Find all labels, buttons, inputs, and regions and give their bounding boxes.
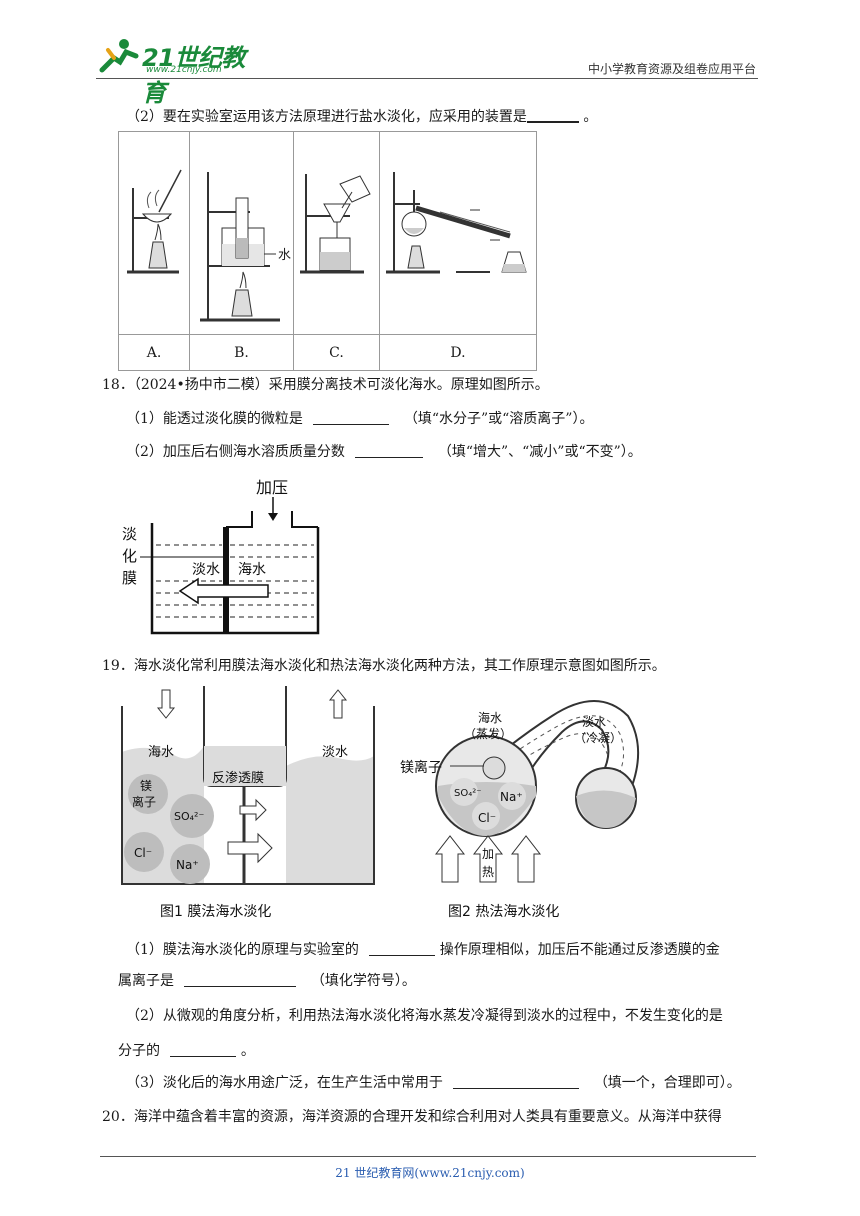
footer-link[interactable]: 21 世纪教育网(www.21cnjy.com) [335, 1166, 525, 1180]
q19-part1-line2: 属离子是 （填化学符号）。 [118, 970, 416, 990]
water-bath-icon: 水 [200, 172, 291, 322]
q19-part2-text: 。 [236, 1043, 255, 1059]
option-d[interactable]: D. [379, 334, 537, 371]
logo-text: 21世纪教育 [142, 44, 245, 107]
figure-2-thermal-desalination: 海水 （蒸发） 淡水 （冷凝） 镁离子 SO₄²⁻ Na⁺ Cl⁻ 加 热 图2… [400, 700, 640, 920]
site-logo: 21世纪教育 www.21cnjy.com [96, 36, 266, 107]
q18-part1-suffix: （填“水分子”或“溶质离子”）。 [403, 411, 594, 427]
answer-blank[interactable] [369, 941, 436, 956]
apparatus-a [118, 131, 190, 335]
heat-arrow-icon [472, 835, 504, 883]
evaporation-label: （蒸发） [464, 726, 512, 741]
freshwater-label: 淡水 [582, 715, 606, 729]
q18-part1-prefix: （1）能透过淡化膜的微粒是 [126, 411, 303, 427]
seawater-label: 海水 [478, 710, 502, 725]
chloride-ion-label: Cl⁻ [478, 811, 496, 825]
footer-divider [100, 1156, 756, 1157]
sodium-ion-label: Na⁺ [176, 858, 199, 872]
answer-blank[interactable] [184, 972, 297, 987]
q19-part1-text: 属离子是 [118, 973, 174, 989]
seawater-label: 海水 [148, 745, 174, 760]
q17-part2: （2）要在实验室运用该方法原理进行盐水淡化，应采用的装置是 。 [126, 106, 597, 126]
pressure-label: 加压 [256, 478, 288, 497]
q19-part2-line2: 分子的 。 [118, 1040, 255, 1060]
q19-part1-line1: （1）膜法海水淡化的原理与实验室的 操作原理相似，加压后不能通过反渗透膜的金 [126, 939, 720, 959]
q19-part3: （3）淡化后的海水用途广泛，在生产生活中常用于 （填一个，合理即可）。 [126, 1072, 741, 1092]
q18-part2-suffix: （填“增大”、“减小”或“不变”）。 [437, 444, 642, 460]
q17-part2-suffix: 。 [578, 109, 598, 125]
answer-blank[interactable] [526, 107, 579, 123]
heat-arrow-icon [434, 835, 466, 883]
runner-logo-icon [99, 39, 139, 73]
sodium-ion-label: Na⁺ [500, 790, 523, 804]
header-divider [96, 78, 758, 79]
logo-url: www.21cnjy.com [146, 65, 222, 75]
q19-part1-text: （填化学符号）。 [310, 973, 416, 989]
filtration-icon [300, 174, 371, 274]
figure-2-caption: 图2 热法海水淡化 [448, 904, 559, 920]
q19-part1-text: 操作原理相似，加压后不能通过反渗透膜的金 [435, 942, 720, 958]
apparatus-table: 水 [118, 131, 537, 371]
answer-blank[interactable] [453, 1074, 580, 1089]
membrane-label-char: 化 [122, 547, 137, 565]
sea-water-label: 海水 [238, 562, 266, 578]
left-arrow-icon [178, 577, 269, 605]
q19-part3-text: （3）淡化后的海水用途广泛，在生产生活中常用于 [126, 1075, 443, 1091]
sulfate-ion-label: SO₄²⁻ [454, 788, 482, 799]
magnesium-ion-label: 镁离子 [400, 759, 442, 776]
option-c[interactable]: C. [293, 334, 380, 371]
sulfate-ion-label: SO₄²⁻ [174, 810, 204, 823]
q19-part1-text: （1）膜法海水淡化的原理与实验室的 [126, 942, 359, 958]
q19-part2-line1: （2）从微观的角度分析，利用热法海水淡化将海水蒸发冷凝得到淡水的过程中，不发生变… [126, 1008, 723, 1024]
answer-blank[interactable] [355, 443, 424, 458]
answer-blank[interactable] [313, 410, 390, 425]
apparatus-d [379, 131, 537, 335]
option-b[interactable]: B. [189, 334, 294, 371]
membrane-label-char: 膜 [122, 569, 137, 587]
heat-label: 热 [482, 865, 494, 879]
right-arrow-icon [227, 832, 273, 864]
apparatus-b: 水 [189, 131, 294, 335]
q20-stem: 20．海洋中蕴含着丰富的资源，海洋资源的合理开发和综合利用对人类具有重要意义。从… [102, 1109, 722, 1125]
q18-part1: （1）能透过淡化膜的微粒是 （填“水分子”或“溶质离子”）。 [126, 408, 593, 428]
chloride-ion-label: Cl⁻ [134, 846, 152, 860]
answer-blank[interactable] [170, 1042, 237, 1057]
q18-part2-prefix: （2）加压后右侧海水溶质质量分数 [126, 444, 345, 460]
heat-arrow-icon [510, 835, 542, 883]
fresh-water-label: 淡水 [192, 562, 220, 578]
right-arrow-icon [239, 798, 267, 822]
magnesium-ion-label: 镁 [140, 779, 152, 793]
figure-1-membrane-desalination: 海水 淡水 反渗透膜 镁 离子 SO₄²⁻ Cl⁻ Na⁺ 图1 膜法海水淡化 [121, 686, 375, 920]
water-label: 水 [278, 248, 291, 263]
membrane-separation-figure: 加压 淡 化 膜 淡水 海水 [122, 478, 320, 635]
q17-part2-prefix: （2）要在实验室运用该方法原理进行盐水淡化，应采用的装置是 [126, 109, 527, 125]
condensation-label: （冷凝） [574, 730, 622, 745]
down-arrow-icon [156, 689, 176, 719]
figure-1-caption: 图1 膜法海水淡化 [160, 904, 271, 920]
up-arrow-icon [328, 689, 348, 719]
membrane-label-char: 淡 [122, 525, 137, 543]
evaporation-dish-icon [127, 169, 182, 274]
platform-title: 中小学教育资源及组卷应用平台 [587, 62, 756, 76]
q18-stem: 18．（2024•扬中市二模）采用膜分离技术可淡化海水。原理如图所示。 [102, 377, 549, 393]
apparatus-c [293, 131, 380, 335]
distillation-icon [386, 172, 527, 274]
membrane-label: 反渗透膜 [212, 771, 264, 786]
q19-stem: 19．海水淡化常利用膜法海水淡化和热法海水淡化两种方法，其工作原理示意图如图所示… [102, 658, 666, 674]
q19-part3-text: （填一个，合理即可）。 [593, 1075, 741, 1091]
option-a[interactable]: A. [118, 334, 190, 371]
q19-part2-text: 分子的 [118, 1043, 160, 1059]
heat-label: 加 [482, 847, 494, 861]
magnesium-ion-label: 离子 [132, 794, 156, 809]
freshwater-label: 淡水 [322, 745, 348, 760]
q18-part2: （2）加压后右侧海水溶质质量分数 （填“增大”、“减小”或“不变”）。 [126, 441, 642, 461]
